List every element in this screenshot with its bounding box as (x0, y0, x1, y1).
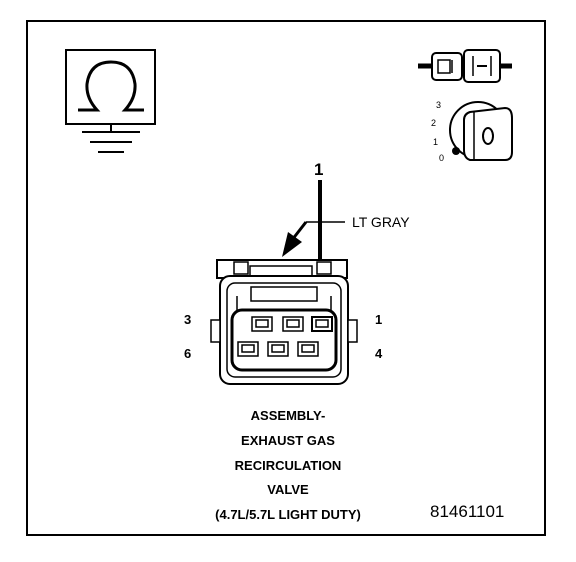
caption-line-4: VALVE (267, 482, 309, 497)
pin-label-1: 1 (375, 312, 383, 327)
caption-line-1: ASSEMBLY- (250, 408, 326, 423)
cavity-pin-2 (282, 316, 304, 332)
wire-color-leader (282, 221, 345, 257)
key-position-2: 2 (431, 118, 437, 128)
cavity-pin-4 (297, 341, 319, 357)
wire-color-label: LT GRAY (352, 214, 410, 230)
key-position-1: 1 (433, 137, 439, 147)
caption-line-3: RECIRCULATION (234, 458, 342, 473)
caption-line-2: EXHAUST GAS (241, 433, 335, 448)
pin-label-6: 6 (184, 346, 192, 361)
cavity-pin-6 (237, 341, 259, 357)
figure-frame (26, 20, 546, 536)
terminal-cavities (237, 316, 333, 357)
pin-label-3: 3 (184, 312, 192, 327)
cavity-pin-1 (311, 316, 333, 332)
disconnected-connector-icon (418, 49, 512, 83)
figure-number: 81461101 (430, 502, 505, 521)
cavity-pin-5 (267, 341, 289, 357)
ohm-ground-icon (65, 49, 156, 153)
cavity-pin-3 (251, 316, 273, 332)
caption-line-5: (4.7L/5.7L LIGHT DUTY) (215, 507, 361, 522)
key-position-0: 0 (439, 153, 445, 163)
key-position-3: 3 (436, 100, 442, 110)
ignition-key-icon (449, 101, 513, 161)
pin-label-4: 4 (375, 346, 383, 361)
callout-number: 1 (314, 160, 324, 179)
